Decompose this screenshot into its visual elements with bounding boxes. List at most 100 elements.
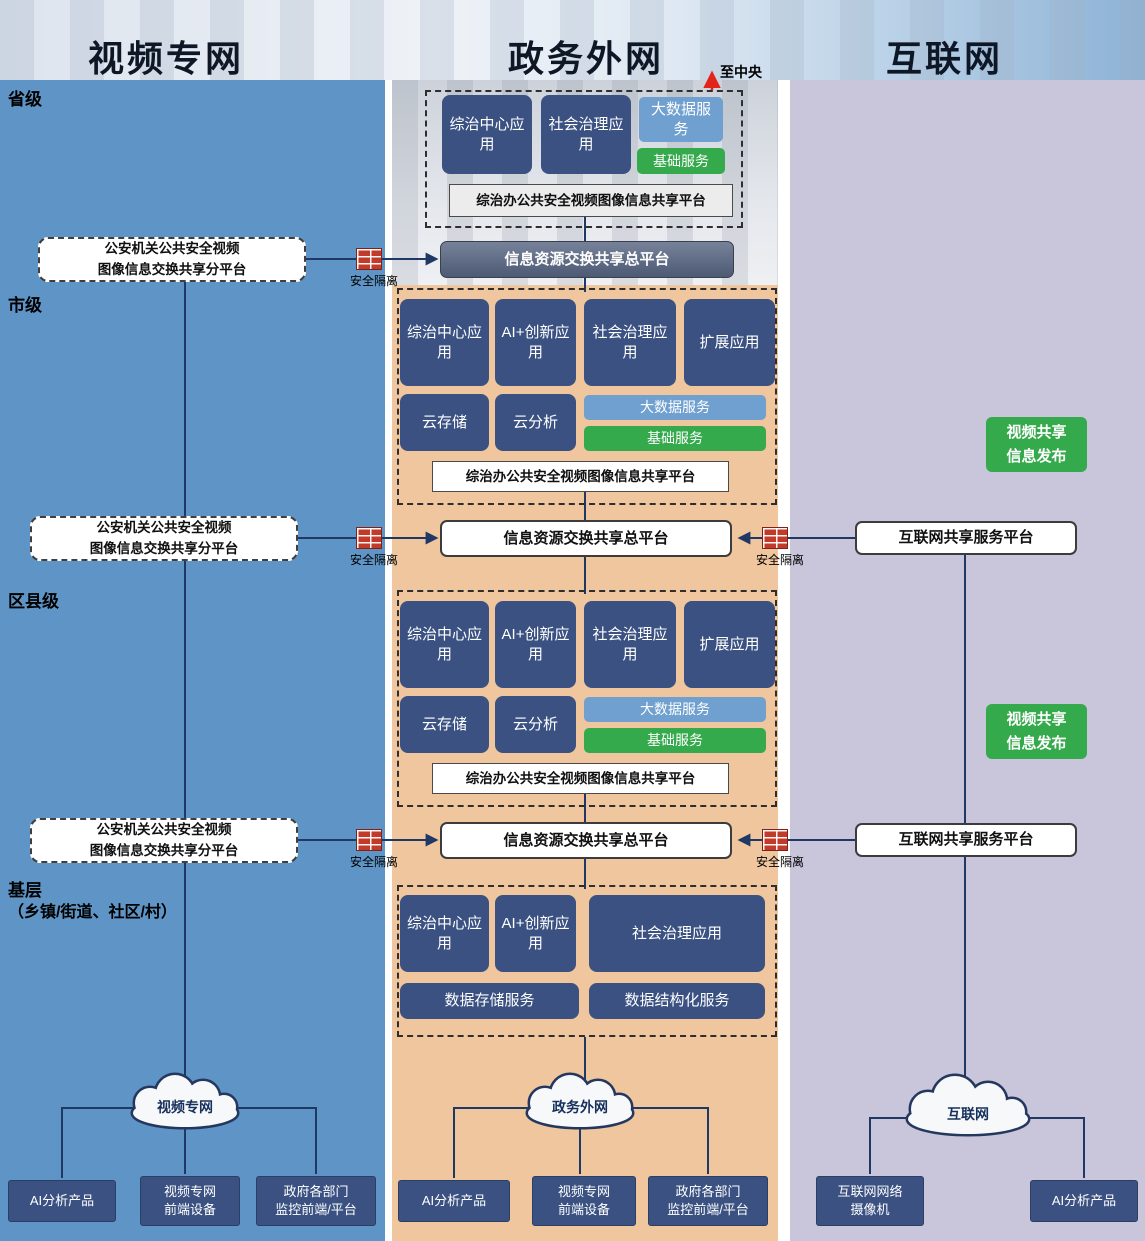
city-cloud-storage: 云存储 [400, 394, 489, 451]
city-big-data-service: 大数据服务 [584, 395, 766, 420]
gov-monitor-line2: 监控前端/平台 [667, 1202, 749, 1217]
video-share-line1: 视频共享 [1006, 424, 1067, 442]
header-internet: 互联网 [886, 38, 1004, 79]
provincial-app-1: 综治中心应用 [442, 95, 532, 174]
district-police-sub-platform: 公安机关公共安全视频图像信息交换共享分平台 [30, 818, 298, 863]
district-app-2: AI+创新应用 [495, 601, 576, 688]
isolation-label-provincial: 安全隔离 [350, 274, 399, 288]
header-gov-extranet: 政务外网 [508, 38, 665, 79]
video-front-line1: 视频专网 [163, 1184, 216, 1200]
district-big-data-service: 大数据服务 [584, 697, 766, 722]
video-network-cloud-icon [130, 1072, 240, 1130]
video-cloud-branch-right [228, 1107, 317, 1174]
city-internet-share-platform: 互联网共享服务平台 [855, 521, 1077, 555]
firewall-icon-city-right [762, 527, 788, 549]
district-internet-share-platform: 互联网共享服务平台 [855, 823, 1077, 857]
grassroots-data-structuring: 数据结构化服务 [589, 983, 765, 1019]
provincial-group-frame [425, 90, 743, 228]
provincial-big-data-service: 大数据服务 [639, 97, 723, 142]
video-front-line2: 前端设备 [163, 1202, 216, 1217]
device-ai-product-video: AI分析产品 [8, 1180, 116, 1222]
video-share-line1: 视频共享 [1006, 711, 1067, 729]
internet-column [790, 80, 1145, 1241]
city-app-2: AI+创新应用 [495, 299, 576, 386]
firewall-icon-provincial [356, 248, 382, 270]
provincial-app-2: 社会治理应用 [541, 95, 631, 174]
device-internet-camera: 互联网网络摄像机 [816, 1176, 924, 1226]
video-network-lines [61, 252, 439, 1178]
isolation-label-district-left: 安全隔离 [350, 855, 399, 869]
level-grassroots-sub: （乡镇/街道、社区/村） [8, 904, 177, 921]
device-gov-monitor-gov: 政府各部门监控前端/平台 [648, 1176, 768, 1226]
city-zongzhi-platform: 综治办公共安全视频图像信息共享平台 [432, 461, 729, 492]
police-line2: 图像信息交换共享分平台 [89, 842, 239, 858]
provincial-exchange-platform: 信息资源交换共享总平台 [440, 241, 734, 278]
grassroots-app-1: 综治中心应用 [400, 895, 489, 972]
internet-cloud-branch-right [1012, 1117, 1085, 1178]
video-cloud-branch-left [61, 1107, 142, 1178]
grassroots-app-2: AI+创新应用 [495, 895, 576, 972]
video-share-line2: 信息发布 [1006, 734, 1067, 752]
district-zongzhi-platform: 综治办公共安全视频图像信息共享平台 [432, 763, 729, 794]
city-basic-service: 基础服务 [584, 426, 766, 451]
gov-extranet-lines [453, 217, 709, 1178]
video-share-line2: 信息发布 [1006, 447, 1067, 465]
gov-extranet-cloud-icon [525, 1072, 635, 1130]
police-line1: 公安机关公共安全视频 [96, 822, 232, 838]
internet-camera-line1: 互联网网络 [837, 1184, 903, 1200]
district-app-1: 综治中心应用 [400, 601, 489, 688]
city-exchange-platform: 信息资源交换共享总平台 [440, 520, 732, 557]
video-front-line2: 前端设备 [557, 1202, 610, 1217]
internet-cloud-icon [905, 1073, 1031, 1137]
city-group-frame [397, 288, 777, 505]
grassroots-app-3: 社会治理应用 [589, 895, 765, 972]
grassroots-data-storage: 数据存储服务 [400, 983, 579, 1019]
device-ai-product-gov: AI分析产品 [398, 1180, 510, 1222]
district-app-4: 扩展应用 [684, 601, 775, 688]
district-basic-service: 基础服务 [584, 728, 766, 753]
provincial-basic-service: 基础服务 [637, 148, 725, 174]
city-app-4: 扩展应用 [684, 299, 775, 386]
isolation-label-city-right: 安全隔离 [756, 553, 805, 567]
gov-cloud-branch-right [624, 1107, 709, 1174]
cloud-label-internet: 互联网 [947, 1106, 989, 1122]
city-app-1: 综治中心应用 [400, 299, 489, 386]
device-ai-product-internet: AI分析产品 [1030, 1180, 1138, 1222]
police-line1: 公安机关公共安全视频 [104, 241, 240, 257]
gov-monitor-line1: 政府各部门 [675, 1184, 741, 1200]
device-video-front-end-gov: 视频专网前端设备 [532, 1176, 636, 1226]
firewall-icon-district-right [762, 829, 788, 851]
police-line2: 图像信息交换共享分平台 [97, 261, 247, 277]
gov-monitor-line2: 监控前端/平台 [275, 1202, 357, 1217]
cloud-label-gov-extranet: 政务外网 [552, 1099, 608, 1115]
provincial-zongzhi-platform: 综治办公共安全视频图像信息共享平台 [449, 184, 733, 217]
internet-cloud-branch-left [869, 1117, 918, 1174]
level-city: 市级 [8, 296, 42, 315]
to-central-label: 至中央 [720, 64, 762, 80]
district-exchange-platform: 信息资源交换共享总平台 [440, 822, 732, 859]
district-video-share-publish: 视频共享信息发布 [986, 704, 1087, 759]
level-district: 区县级 [8, 592, 59, 611]
isolation-label-district-right: 安全隔离 [756, 855, 805, 869]
district-cloud-analysis: 云分析 [495, 696, 576, 753]
grassroots-group-frame [397, 885, 777, 1037]
city-app-3: 社会治理应用 [584, 299, 676, 386]
police-line1: 公安机关公共安全视频 [96, 520, 232, 536]
internet-camera-line2: 摄像机 [850, 1202, 890, 1217]
video-front-line1: 视频专网 [557, 1184, 610, 1200]
header-video-network: 视频专网 [88, 38, 245, 79]
device-video-front-end-video: 视频专网前端设备 [140, 1176, 240, 1226]
isolation-label-city-left: 安全隔离 [350, 553, 399, 567]
gov-monitor-line1: 政府各部门 [283, 1184, 349, 1200]
gov-cloud-branch-left [453, 1107, 536, 1178]
district-app-3: 社会治理应用 [584, 601, 676, 688]
device-gov-monitor-video: 政府各部门监控前端/平台 [256, 1176, 376, 1226]
city-cloud-analysis: 云分析 [495, 394, 576, 451]
level-grassroots: 基层 [8, 881, 42, 900]
firewall-icon-district-left [356, 829, 382, 851]
cloud-label-video-network: 视频专网 [157, 1099, 213, 1115]
district-group-frame [397, 590, 777, 807]
district-cloud-storage: 云存储 [400, 696, 489, 753]
city-skyline-banner [0, 0, 1145, 80]
